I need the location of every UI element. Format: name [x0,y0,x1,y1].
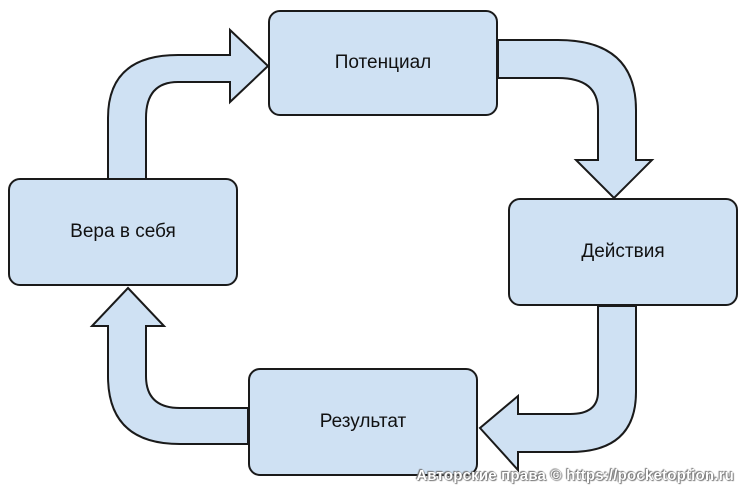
node-result: Результат [248,368,478,476]
node-belief: Вера в себя [8,178,238,286]
arrow-potential-to-actions [497,39,655,200]
copyright-watermark: Авторские права © https://pocketoption.r… [416,467,734,484]
node-belief-label: Вера в себя [70,221,176,242]
arrow-result-to-belief [89,286,249,445]
node-result-label: Результат [319,411,407,432]
node-potential-label: Потенциал [334,52,432,73]
node-actions: Действия [508,198,738,306]
node-potential: Потенциал [268,10,498,116]
arrow-belief-to-potential [107,27,270,181]
node-actions-label: Действия [581,241,665,262]
arrow-actions-to-result [478,305,637,473]
